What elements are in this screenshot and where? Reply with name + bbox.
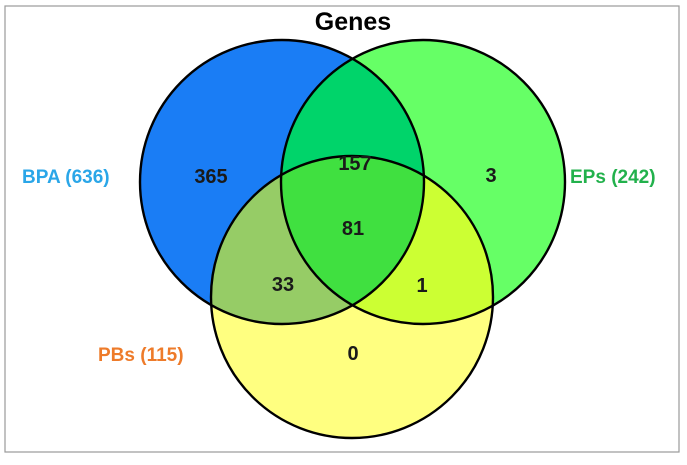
bpa-eps-count: 157 <box>338 153 371 175</box>
diagram-title: Genes <box>315 8 391 36</box>
bpa-only-count: 365 <box>194 166 227 188</box>
bpa-pbs-count: 33 <box>272 274 294 296</box>
bpa-circle-outline <box>138 38 426 326</box>
all-sets-count: 81 <box>342 218 364 240</box>
eps-set-label: EPs (242) <box>570 167 656 188</box>
pbs-set-label: PBs (115) <box>98 345 184 366</box>
pbs-circle-outline <box>209 154 495 440</box>
eps-circle-outline <box>279 38 567 326</box>
eps-pbs-count: 1 <box>416 275 427 297</box>
eps-only-count: 3 <box>485 165 496 187</box>
pbs-only-count: 0 <box>347 343 358 365</box>
bpa-set-label: BPA (636) <box>22 167 110 188</box>
